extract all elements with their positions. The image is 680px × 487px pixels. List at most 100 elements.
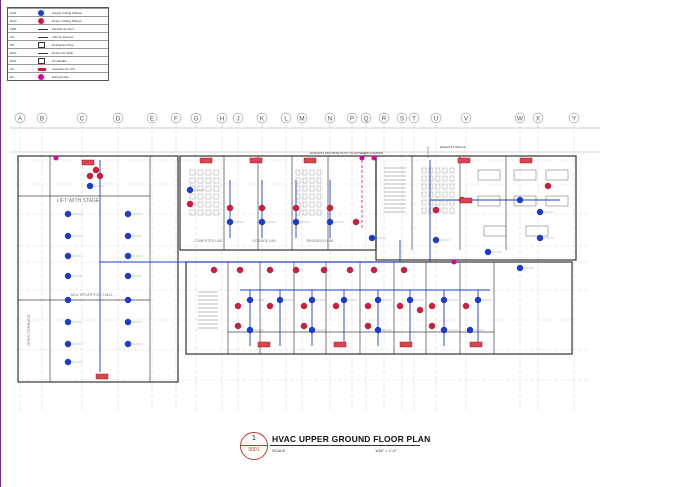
return-diffuser: [258, 204, 266, 212]
exhaust-fan: [451, 259, 457, 265]
grid-bubble: [190, 112, 202, 124]
seat: [205, 185, 212, 192]
supply-diffuser: [484, 248, 492, 256]
grid-label: D: [116, 116, 121, 123]
line-icon: [38, 37, 48, 38]
grid-bubble: [170, 112, 182, 124]
return-diffuser: [300, 302, 308, 310]
return-diffuser: [234, 302, 242, 310]
return-diffuser: [400, 266, 408, 274]
conference-table: [513, 195, 537, 207]
supply-diffuser: [64, 210, 72, 218]
seat: [197, 169, 204, 176]
seat: [205, 201, 212, 208]
seat: [213, 193, 220, 200]
annotation-text: EXHAUST GRILLE: [440, 145, 466, 149]
legend-code: DAH: [10, 59, 17, 63]
grid-bubble: [514, 112, 526, 124]
return-diffuser: [396, 302, 404, 310]
supply-diffuser: [64, 296, 72, 304]
seat: [205, 169, 212, 176]
seat: [449, 207, 455, 214]
supply-diffuser: [516, 196, 524, 204]
circ-blue-icon: [38, 10, 44, 16]
grid-bubble: [296, 112, 308, 124]
return-diffuser: [266, 266, 274, 274]
grid-bubble: [232, 112, 244, 124]
legend-code: RP: [10, 43, 15, 47]
grid-label: B: [40, 116, 44, 123]
supply-diffuser: [440, 296, 448, 304]
supply-diffuser: [64, 272, 72, 280]
seat: [316, 209, 322, 216]
supply-diffuser: [536, 208, 544, 216]
supply-duct: [229, 180, 331, 238]
grid-label: P: [350, 116, 354, 123]
supply-diffuser: [374, 296, 382, 304]
seat: [442, 183, 448, 190]
supply-diffuser: [124, 318, 132, 326]
seat: [442, 175, 448, 182]
ac-unit: [469, 341, 483, 348]
scale-label: SCALE: [272, 448, 286, 453]
seat: [197, 177, 204, 184]
supply-diffuser: [326, 218, 334, 226]
return-diffuser: [186, 200, 194, 208]
grid-label: Q: [363, 116, 368, 123]
supply-diffuser: [64, 358, 72, 366]
seat: [316, 177, 322, 184]
seat: [449, 167, 455, 174]
seat: [435, 167, 441, 174]
grid-label: R: [382, 116, 387, 123]
seat: [295, 185, 301, 192]
ac-unit: [333, 341, 347, 348]
grid-label: W: [517, 116, 524, 123]
seat: [309, 169, 315, 176]
seat: [449, 183, 455, 190]
legend-desc: Air Handler: [52, 59, 68, 63]
room-label: SCIENCE LAB: [252, 239, 276, 243]
seat: [428, 167, 434, 174]
grid-label: E: [150, 116, 155, 123]
supply-diffuser: [124, 232, 132, 240]
legend-desc: Flexible Air Duct: [52, 27, 74, 31]
grid-label: T: [412, 116, 416, 123]
rect-red-icon: [38, 68, 46, 71]
legend-code: VD: [10, 35, 15, 39]
circ-mag-icon: [38, 74, 44, 80]
seat: [421, 167, 427, 174]
seat: [449, 199, 455, 206]
legend-desc: Return Ceiling Diffuser: [52, 19, 83, 23]
return-diffuser: [364, 322, 372, 330]
supply-diffuser: [246, 326, 254, 334]
grid-label: S: [400, 116, 405, 123]
supply-diffuser: [186, 186, 194, 194]
seat: [309, 201, 315, 208]
supply-diffuser: [292, 218, 300, 226]
grid-bubble: [216, 112, 228, 124]
return-diffuser: [428, 322, 436, 330]
seat: [295, 177, 301, 184]
seat: [428, 183, 434, 190]
grid-bubble: [280, 112, 292, 124]
ac-unit: [199, 157, 213, 164]
legend-desc: Exhaust Fan: [52, 75, 69, 79]
leader-line: [361, 151, 367, 159]
grid-label: U: [434, 116, 439, 123]
supply-diffuser: [308, 326, 316, 334]
supply-diffuser: [124, 272, 132, 280]
seat: [302, 169, 308, 176]
seat: [435, 191, 441, 198]
seat: [302, 193, 308, 200]
return-diffuser: [210, 266, 218, 274]
box-icon: [38, 42, 45, 48]
return-diffuser: [370, 266, 378, 274]
return-diffuser: [300, 322, 308, 330]
supply-diffuser: [258, 218, 266, 226]
